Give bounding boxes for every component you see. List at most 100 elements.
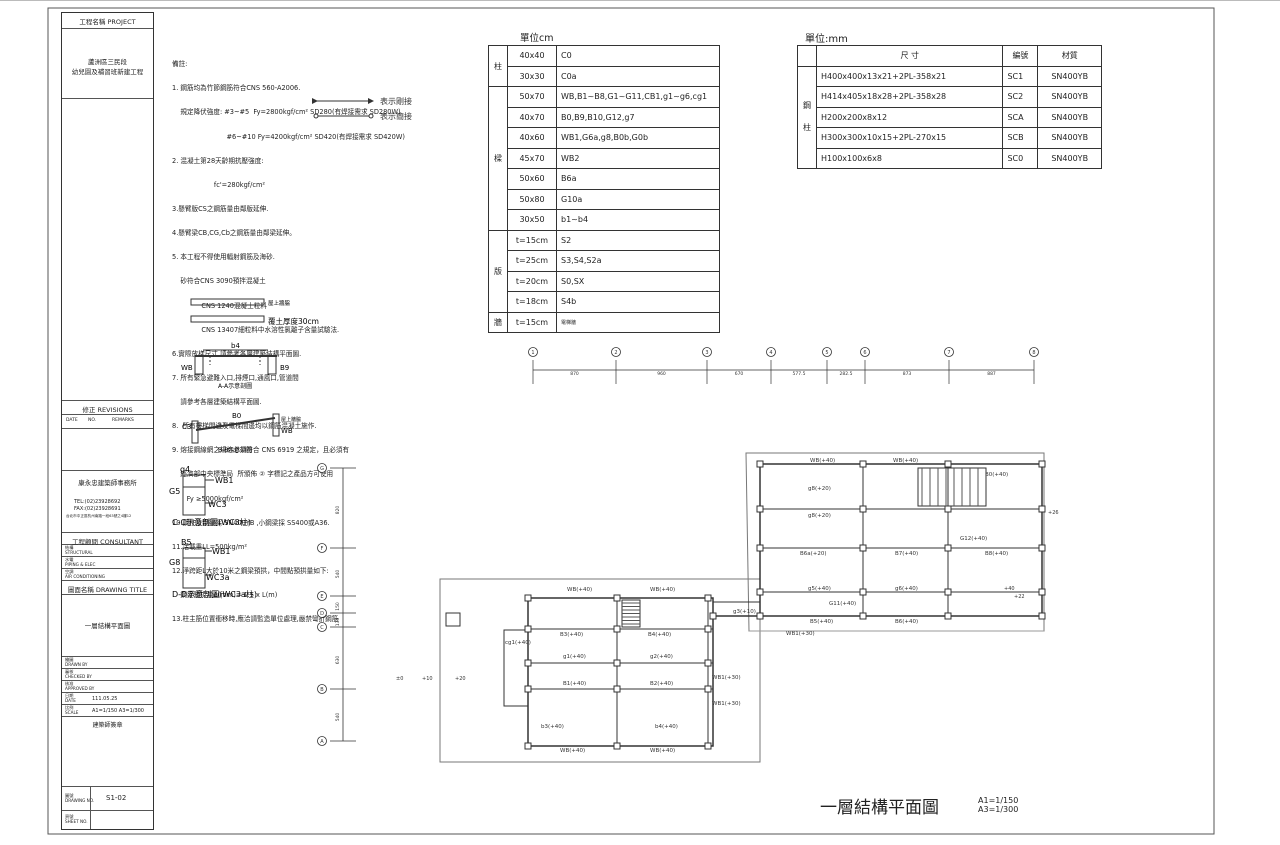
section-cc [182, 474, 214, 516]
note-line-11: CNS 13407細粒料中水溶性氯離子含量試驗法. [172, 325, 340, 334]
lbl-g8-b: g8(+20) [808, 513, 831, 519]
note-line-21: 12.淨跨距L大於10米之鋼梁預拱，中間點預拱量如下: [172, 567, 329, 576]
bb-hidden [203, 422, 229, 430]
cc-column [182, 474, 206, 516]
rc-group: 牆 [488, 311, 508, 333]
architect-name: 康永忠建築師事務所 [78, 479, 137, 487]
lbl-wb-1: WB(+40) [810, 458, 835, 464]
column [859, 505, 867, 513]
lvl-10: +10 [422, 676, 433, 682]
grid-dim-y: 820 [335, 506, 341, 515]
consultant-aircon: 空調 AIR CONDITIONING [62, 569, 153, 581]
lbl-cg1: cg1(+40) [505, 640, 531, 646]
grid-dim-y: 150 [335, 602, 341, 611]
lbl-g3: g3(+10) [733, 609, 756, 615]
box-roof-wall [190, 298, 265, 306]
grid-bubble-x [702, 347, 712, 357]
column [524, 685, 532, 693]
note-line-7: 4.懸臂梁CB,CG,Cb之鋼筋量由鄰梁延伸。 [172, 229, 296, 238]
building-plan [439, 452, 1045, 763]
column [524, 594, 532, 602]
lbl-g8-a: g8(+20) [808, 486, 831, 492]
note-line-20: 11.活載重LL=500kg/m² [172, 542, 248, 551]
rc-size: 50x80 [507, 188, 557, 210]
grid-bubble-y [317, 608, 327, 618]
stair-east [917, 467, 987, 507]
grid-label-y: C [320, 625, 324, 631]
wing-east [759, 463, 1043, 617]
grid-label-x: 7 [947, 350, 950, 356]
rc-mark: WB2 [556, 147, 720, 169]
section-dd [182, 547, 212, 589]
cc-wc3: WC3 [208, 500, 227, 509]
grid-dim-x: 960 [657, 371, 666, 377]
column [756, 544, 764, 552]
steel-header: 材質 [1037, 45, 1102, 67]
grid-bubble-y [317, 543, 327, 553]
note-line-8: 5. 本工程不得使用輻射鋼筋及海砂. [172, 253, 275, 262]
box-roof-wall-label: 屋上牆脇 [268, 299, 291, 307]
grid-bubble-y [317, 736, 327, 746]
grid-dim-x: 282.5 [840, 371, 853, 377]
revisions-header: 修正 REVISIONS [62, 401, 153, 415]
lbl-b3v: b3(+40) [541, 724, 564, 730]
bb-col-right [272, 413, 280, 437]
grid-bubble-y [317, 684, 327, 694]
lbl-wb1-a: WB1(+30) [712, 675, 741, 681]
column [859, 460, 867, 468]
steel-header-row: 尺 寸編號材質 [797, 45, 1102, 67]
rc-group: 版 [488, 229, 508, 313]
drawn-by: 繪圖 DRAWN BY [62, 657, 153, 669]
project-header: 工程名稱 PROJECT [62, 13, 153, 29]
cc-g5: G5 [169, 487, 180, 496]
rc-size: 50x60 [507, 168, 557, 190]
column [859, 588, 867, 596]
rc-mark: 電梯牆 [556, 311, 720, 333]
notes-heading: 備註: [172, 60, 188, 69]
aa-col-left [194, 355, 204, 375]
rc-mark: C0a [556, 65, 720, 87]
drawing-title-header: 圖面名稱 DRAWING TITLE [62, 581, 153, 595]
section-bb [191, 413, 280, 444]
grid-dim-x: 870 [570, 371, 579, 377]
rc-size: 45x70 [507, 147, 557, 169]
stair-treads [622, 468, 979, 625]
column [1038, 588, 1046, 596]
note-line-15: 8. 所有樓梯間邊及電梯間邊均以鋼筋混凝土施作. [172, 422, 317, 431]
lbl-b6: B6(+40) [895, 619, 918, 625]
note-line-2: 規定降伏強度: #3~#5 Fy=2800kgf/cm² SD280(有焊接需求… [172, 108, 401, 117]
column [704, 594, 712, 602]
grid-label-x: 4 [769, 350, 772, 356]
column [704, 659, 712, 667]
lbl-wb-4: WB(+40) [650, 587, 675, 593]
section-cc-title: C-C示意剖圖(WC3柱) [172, 517, 251, 527]
general-notes: 備註: 1. 鋼筋均為竹節鋼筋符合CNS 560-A2006. 規定降伏強度: … [172, 44, 472, 639]
lbl-wb-2: WB(+40) [893, 458, 918, 464]
dd-g8: G8 [169, 558, 180, 567]
lbl-wb1-c: WB1(+30) [786, 631, 815, 637]
scale-row: 比例 SCALE A1=1/150 A3=1/300 [62, 705, 153, 717]
box-soil-label: 覆土厚度30cm [268, 316, 319, 326]
grid-label-x: 1 [531, 350, 534, 356]
steel-code: SC2 [1002, 86, 1039, 108]
lbl-wb-3: WB(+40) [567, 587, 592, 593]
column [1038, 612, 1046, 620]
plan-scale: A1=1/150 A3=1/300 [978, 796, 1019, 814]
lbl-g5: g5(+40) [808, 586, 831, 592]
lbl-b6a: B6a(+20) [800, 551, 827, 557]
dd-column [182, 547, 206, 589]
revision-rows [62, 429, 153, 471]
tb-divider [90, 787, 91, 829]
lbl-b5: B5(+40) [810, 619, 833, 625]
grid-bubble-x [944, 347, 954, 357]
note-line-13: 7. 所有緊急避難入口,排煙口,通風口,管道間 [172, 373, 299, 382]
cc-wb1: WB1 [215, 476, 234, 485]
